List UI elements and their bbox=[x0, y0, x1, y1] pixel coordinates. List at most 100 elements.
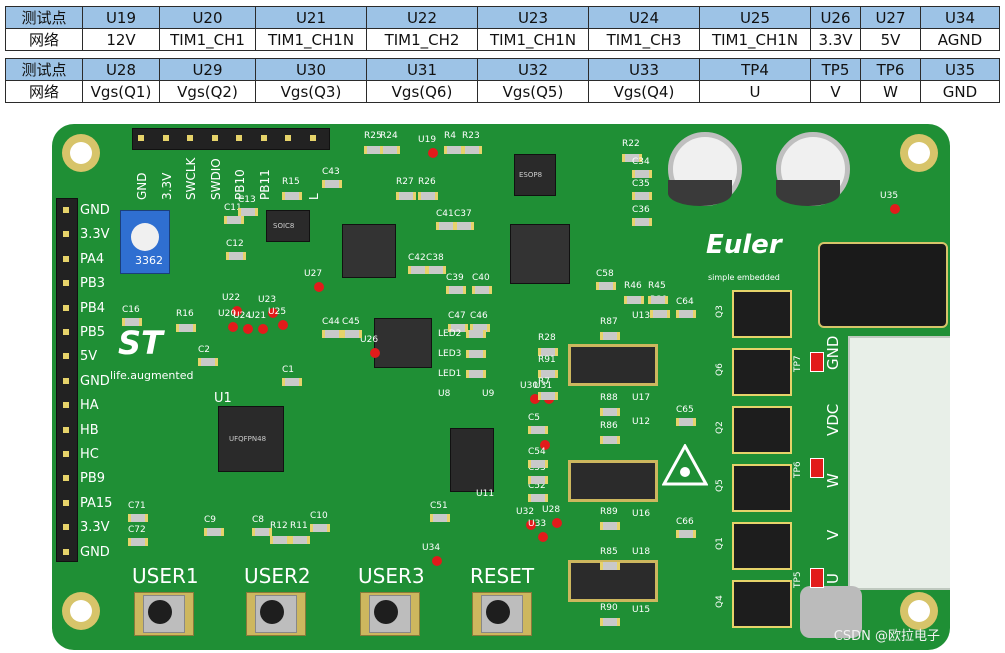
net-value: 3.3V bbox=[810, 28, 861, 51]
ic-label: U8 bbox=[438, 389, 451, 399]
pot-knob bbox=[131, 223, 159, 251]
capacitor-label: C40 bbox=[472, 273, 490, 283]
header-pin bbox=[260, 135, 267, 141]
header-pin bbox=[63, 499, 69, 506]
left-header-label: HA bbox=[80, 398, 99, 414]
shunt-resistor bbox=[568, 460, 658, 502]
resistor bbox=[624, 296, 644, 304]
capacitor-label: C44 bbox=[322, 317, 340, 327]
capacitor bbox=[430, 514, 450, 522]
led bbox=[466, 330, 486, 338]
mosfet-label: Q3 bbox=[715, 305, 725, 318]
euler-tagline: simple embedded bbox=[708, 273, 780, 282]
testpoint-label: U35 bbox=[880, 191, 899, 201]
capacitor-label: C9 bbox=[204, 515, 217, 525]
capacitor-label: C39 bbox=[446, 273, 464, 283]
push-button[interactable] bbox=[246, 592, 306, 636]
top-header-label: 3.3V bbox=[159, 172, 174, 200]
capacitor bbox=[128, 538, 148, 546]
header-pin bbox=[138, 135, 144, 141]
capacitor bbox=[676, 418, 696, 426]
pot-label: 3362 bbox=[135, 254, 163, 267]
capacitor-label: C42 bbox=[408, 253, 426, 263]
left-header-label: GND bbox=[80, 373, 110, 389]
resistor-label: R26 bbox=[418, 177, 436, 187]
mosfet bbox=[732, 522, 792, 570]
led bbox=[466, 350, 486, 358]
mosfet-label: Q6 bbox=[715, 363, 725, 376]
capacitor-label: C41 bbox=[436, 209, 454, 219]
capacitor-label: C51 bbox=[430, 501, 448, 511]
header-pin bbox=[63, 207, 69, 213]
test-point: U28 bbox=[82, 58, 160, 81]
net-value: TIM1_CH1N bbox=[477, 28, 589, 51]
testpoint-dot bbox=[526, 520, 536, 530]
button-label: USER1 bbox=[132, 564, 199, 588]
resistor bbox=[600, 562, 620, 570]
testpoint-dot bbox=[243, 324, 253, 334]
left-header-label: PA4 bbox=[80, 251, 105, 267]
testpoint-dot bbox=[232, 306, 242, 316]
testpoint-label: U22 bbox=[222, 293, 241, 303]
potentiometer[interactable]: 3362 bbox=[120, 210, 170, 274]
net-label: 网络 bbox=[5, 28, 83, 51]
resistor bbox=[650, 310, 670, 318]
resistor-label: R91 bbox=[538, 355, 556, 365]
capacitor bbox=[454, 222, 474, 230]
header-pin bbox=[236, 135, 242, 141]
testpoint-dot bbox=[268, 308, 278, 318]
ic-label: U18 bbox=[632, 547, 651, 557]
capacitor-label: C64 bbox=[676, 297, 694, 307]
led-label: LED2 bbox=[438, 329, 462, 339]
left-header-label: HC bbox=[80, 447, 99, 462]
capacitor bbox=[310, 524, 330, 532]
capacitor-label: C10 bbox=[310, 511, 328, 521]
regulator bbox=[374, 318, 432, 368]
capacitor bbox=[322, 330, 342, 338]
capacitor-label: C36 bbox=[632, 205, 650, 215]
resistor-label: R89 bbox=[600, 507, 618, 517]
tp5-marker bbox=[810, 568, 824, 588]
button-label: USER2 bbox=[244, 564, 311, 588]
testpoint-dot bbox=[890, 204, 900, 214]
capacitor-label: C11 bbox=[224, 203, 242, 213]
push-button[interactable] bbox=[360, 592, 420, 636]
net-value: 12V bbox=[82, 28, 160, 51]
resistor bbox=[600, 332, 620, 340]
mounting-hole bbox=[900, 592, 938, 630]
terminal-block[interactable] bbox=[848, 336, 950, 590]
testpoint-label: U26 bbox=[360, 335, 379, 345]
resistor bbox=[600, 618, 620, 626]
left-header-label: PB4 bbox=[80, 300, 106, 316]
capacitor bbox=[472, 286, 492, 294]
capacitor bbox=[226, 252, 246, 260]
testpoint-label: U27 bbox=[304, 269, 323, 279]
test-point: U19 bbox=[82, 6, 160, 29]
test-point: TP5 bbox=[810, 58, 861, 81]
capacitor bbox=[676, 310, 696, 318]
resistor bbox=[622, 154, 642, 162]
capacitor bbox=[198, 358, 218, 366]
push-button[interactable] bbox=[134, 592, 194, 636]
euler-logo: Euler bbox=[706, 230, 782, 260]
resistor-label: R90 bbox=[600, 603, 618, 613]
motor-terminal-label: V bbox=[824, 529, 842, 540]
testpoint-label: U20 bbox=[218, 309, 237, 319]
top-header-label: L bbox=[306, 193, 321, 200]
testpoint-label: U23 bbox=[258, 295, 277, 305]
push-button[interactable] bbox=[472, 592, 532, 636]
resistor-label: R22 bbox=[622, 139, 640, 149]
resistor bbox=[538, 348, 558, 356]
capacitor-label: C46 bbox=[470, 311, 488, 321]
resistor-label: R12 bbox=[270, 521, 288, 531]
capacitor bbox=[224, 216, 244, 224]
header-pin bbox=[63, 329, 69, 335]
dc-jack[interactable] bbox=[818, 242, 948, 328]
test-point: U20 bbox=[159, 6, 256, 29]
header-pin bbox=[63, 377, 69, 384]
mosfet bbox=[732, 464, 792, 512]
net-value: V bbox=[810, 80, 861, 103]
mcu-chip: UFQFPN48 bbox=[218, 406, 284, 472]
resistor-label: R23 bbox=[462, 131, 480, 141]
capacitor bbox=[122, 318, 142, 326]
